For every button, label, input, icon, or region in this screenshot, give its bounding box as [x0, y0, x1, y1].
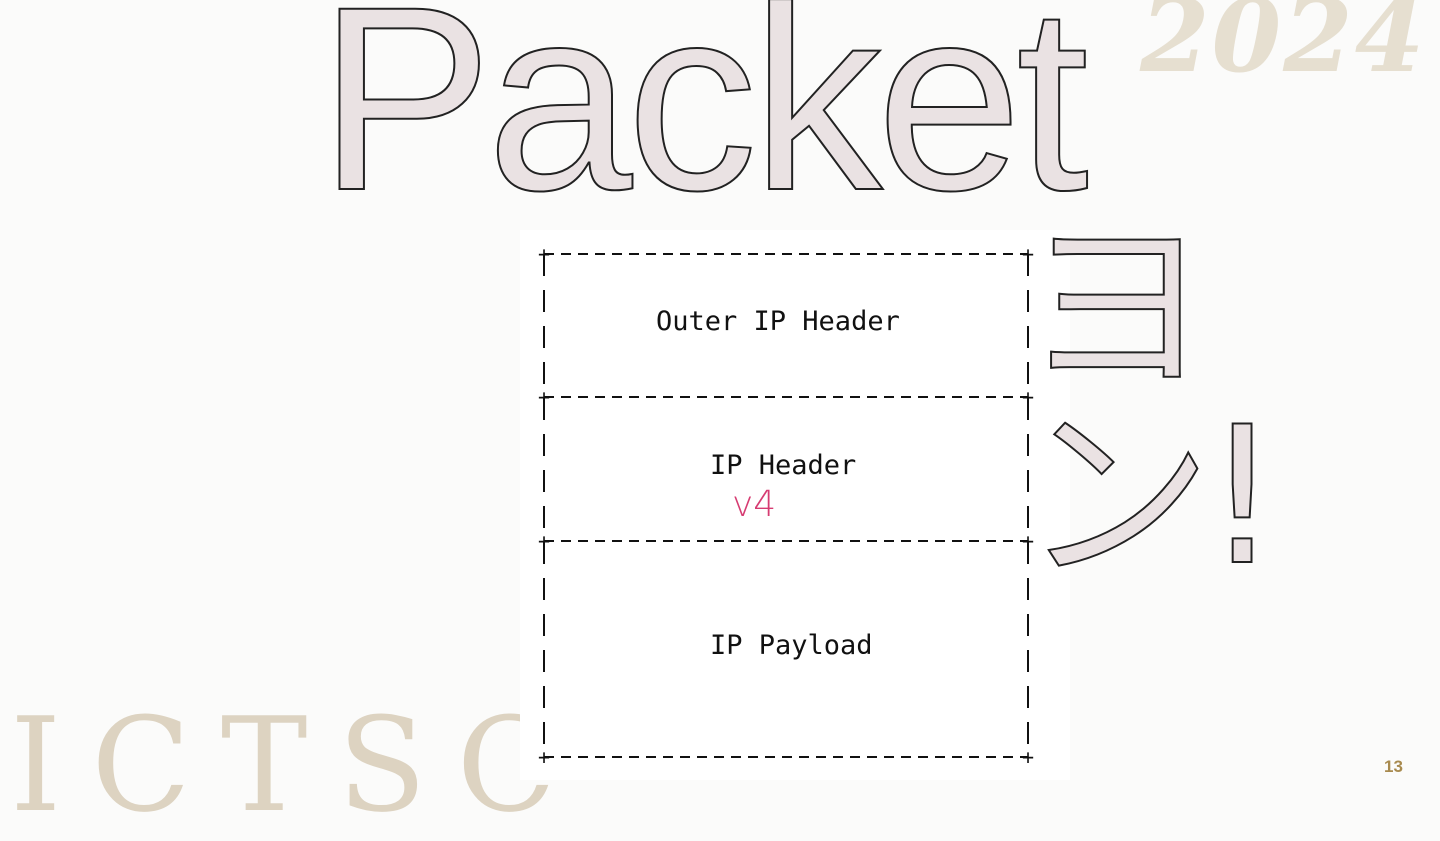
- outer-ip-header-label: Outer IP Header: [656, 306, 900, 337]
- year-watermark: 2024: [1140, 0, 1427, 95]
- svg-text:+: +: [538, 242, 550, 266]
- ip-payload-label: IP Payload: [710, 630, 873, 661]
- svg-text:+: +: [1022, 529, 1034, 553]
- slide-title-jp: ヨン!: [1021, 196, 1281, 607]
- ip-header-label: IP Header: [710, 450, 857, 481]
- packet-diagram-border: + + + + + + + +: [538, 242, 1034, 769]
- ictsc-logo: ICTSC: [10, 689, 587, 841]
- svg-text:+: +: [1022, 385, 1034, 409]
- svg-text:+: +: [538, 529, 550, 553]
- svg-text:+: +: [538, 385, 550, 409]
- svg-text:+: +: [1022, 745, 1034, 769]
- page-number: 13: [1384, 757, 1403, 776]
- packet-diagram: + + + + + + + +: [520, 230, 1070, 780]
- slide-title-packet: Packet: [317, 0, 1090, 245]
- svg-text:+: +: [538, 745, 550, 769]
- ipv4-annotation: v4: [732, 484, 777, 525]
- svg-text:+: +: [1022, 242, 1034, 266]
